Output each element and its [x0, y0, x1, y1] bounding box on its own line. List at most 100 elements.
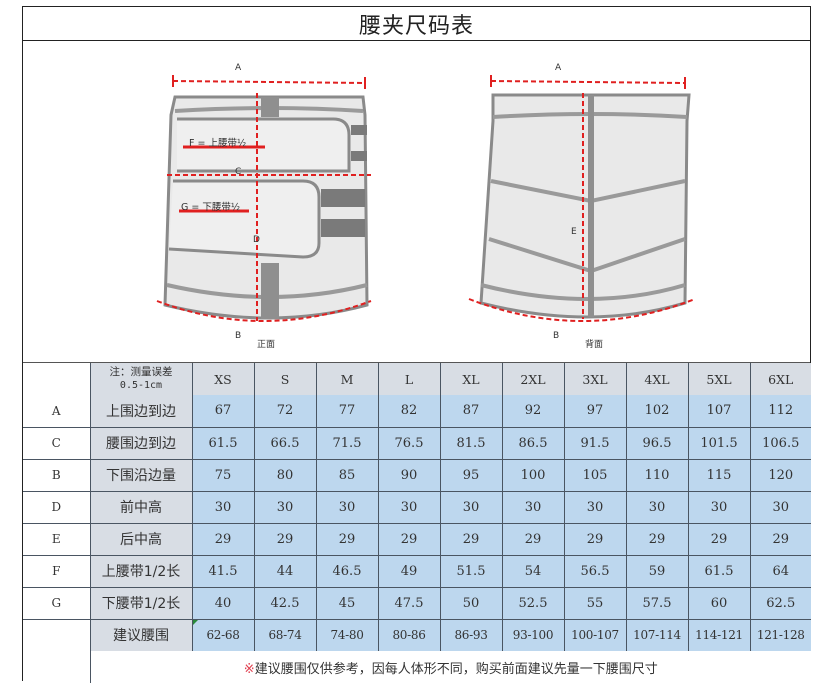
- back-diagram: A E B: [459, 63, 699, 341]
- recommended-waist-cell: 100-107: [563, 618, 627, 651]
- value-cell: 115: [687, 458, 751, 492]
- label-e: E: [571, 227, 577, 237]
- value-cell: 96.5: [625, 426, 689, 460]
- value-cell: 50: [439, 586, 503, 620]
- value-cell: 47.5: [377, 586, 441, 620]
- value-cell: 55: [563, 586, 627, 620]
- value-cell: 106.5: [749, 426, 811, 460]
- value-cell: 42.5: [253, 586, 317, 620]
- recommended-waist-cell: 62-68: [191, 618, 255, 651]
- size-header: XL: [439, 363, 503, 395]
- measure-code: E: [23, 522, 91, 556]
- value-cell: 72: [253, 395, 317, 428]
- value-cell: 95: [439, 458, 503, 492]
- measure-label: 建议腰围: [89, 618, 193, 651]
- recommended-waist-cell: 114-121: [687, 618, 751, 651]
- value-cell: 97: [563, 395, 627, 428]
- measure-code: C: [23, 426, 91, 460]
- value-cell: 30: [501, 490, 565, 524]
- figures-area: A C D B F = 上腰带½ G = 下腰带½ 正面 A: [23, 41, 810, 363]
- value-cell: 102: [625, 395, 689, 428]
- value-cell: 112: [749, 395, 811, 428]
- footer-blank: [23, 651, 91, 683]
- value-cell: 29: [315, 522, 379, 556]
- value-cell: 30: [687, 490, 751, 524]
- size-header: XS: [191, 363, 255, 395]
- waist-trainer-back-icon: [468, 75, 696, 322]
- value-cell: 120: [749, 458, 811, 492]
- value-cell: 30: [625, 490, 689, 524]
- value-cell: 56.5: [563, 554, 627, 588]
- value-cell: 29: [501, 522, 565, 556]
- value-cell: 61.5: [191, 426, 255, 460]
- value-cell: 85: [315, 458, 379, 492]
- value-cell: 61.5: [687, 554, 751, 588]
- value-cell: 75: [191, 458, 255, 492]
- value-cell: 67: [191, 395, 255, 428]
- value-cell: 40: [191, 586, 255, 620]
- value-cell: 52.5: [501, 586, 565, 620]
- recommended-waist-cell: 107-114: [625, 618, 689, 651]
- value-cell: 30: [439, 490, 503, 524]
- value-cell: 30: [749, 490, 811, 524]
- size-header: 5XL: [687, 363, 751, 395]
- value-cell: 90: [377, 458, 441, 492]
- value-cell: 105: [563, 458, 627, 492]
- value-cell: 54: [501, 554, 565, 588]
- footer-row: ※建议腰围仅供参考，因每人体形不同，购买前面建议先量一下腰围尺寸: [23, 651, 811, 683]
- page-title: 腰夹尺码表: [23, 7, 810, 41]
- value-cell: 46.5: [315, 554, 379, 588]
- value-cell: 80: [253, 458, 317, 492]
- value-cell: 29: [563, 522, 627, 556]
- recommended-waist-cell: 93-100: [501, 618, 565, 651]
- value-cell: 29: [253, 522, 317, 556]
- value-cell: 92: [501, 395, 565, 428]
- value-cell: 62.5: [749, 586, 811, 620]
- measure-label: 上围边到边: [89, 395, 193, 428]
- value-cell: 30: [377, 490, 441, 524]
- value-cell: 110: [625, 458, 689, 492]
- measure-label: 下腰带1/2长: [89, 586, 193, 620]
- label-c: C: [235, 167, 242, 177]
- label-g: G = 下腰带½: [181, 202, 241, 213]
- value-cell: 91.5: [563, 426, 627, 460]
- label-b-front: B: [235, 331, 242, 341]
- measure-label: 腰围边到边: [89, 426, 193, 460]
- recommended-waist-cell: 86-93: [439, 618, 503, 651]
- measure-code: D: [23, 490, 91, 524]
- value-cell: 59: [625, 554, 689, 588]
- value-cell: 64: [749, 554, 811, 588]
- back-caption: 背面: [585, 340, 604, 350]
- value-cell: 29: [191, 522, 255, 556]
- label-d: D: [253, 235, 260, 245]
- label-a-front: A: [235, 63, 242, 73]
- measure-label: 下围沿边量: [89, 458, 193, 492]
- size-header: 3XL: [563, 363, 627, 395]
- measure-label: 上腰带1/2长: [89, 554, 193, 588]
- value-cell: 100: [501, 458, 565, 492]
- measure-code: F: [23, 554, 91, 588]
- value-cell: 101.5: [687, 426, 751, 460]
- measure-code: A: [23, 395, 91, 428]
- value-cell: 45: [315, 586, 379, 620]
- value-cell: 107: [687, 395, 751, 428]
- value-cell: 41.5: [191, 554, 255, 588]
- label-a-back: A: [555, 63, 562, 73]
- value-cell: 87: [439, 395, 503, 428]
- value-cell: 77: [315, 395, 379, 428]
- value-cell: 29: [439, 522, 503, 556]
- measure-label: 后中高: [89, 522, 193, 556]
- size-header: S: [253, 363, 317, 395]
- footer-note: ※建议腰围仅供参考，因每人体形不同，购买前面建议先量一下腰围尺寸: [89, 651, 811, 683]
- value-cell: 30: [563, 490, 627, 524]
- measure-code: B: [23, 458, 91, 492]
- size-header: M: [315, 363, 379, 395]
- value-cell: 30: [191, 490, 255, 524]
- size-chart-sheet: 腰夹尺码表: [22, 6, 811, 683]
